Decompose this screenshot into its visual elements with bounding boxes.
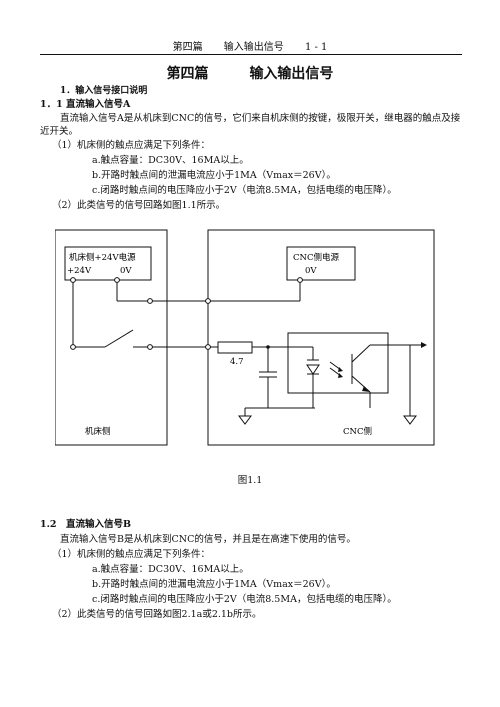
machine-side-box <box>55 229 168 446</box>
resistor-label: 4.7 <box>230 357 244 367</box>
paragraph-intro-b: 直流输入信号B是从机床到CNC的信号，并且是在高速下使用的信号。 <box>60 534 356 545</box>
page-title: 第四篇 输入输出信号 <box>0 63 500 83</box>
terminal-node <box>147 298 153 304</box>
machine-zero-v-label: 0V <box>120 266 132 276</box>
machine-supply-box <box>64 246 152 281</box>
terminal-node <box>205 298 211 304</box>
title-chapter: 第四篇 <box>166 66 209 82</box>
subsection-heading-b: 1.2 直流输入信号B <box>40 519 132 530</box>
terminal-node <box>147 344 153 350</box>
ground-symbol-left <box>238 415 252 425</box>
terminal-node <box>297 277 303 283</box>
loop-note-b: （2）此类信号的信号回路如图2.1a或2.1b所示。 <box>52 609 262 620</box>
loop-note-a: （2）此类信号的信号回路如图1.1所示。 <box>52 200 226 211</box>
ground-symbol-right <box>403 415 417 425</box>
cnc-supply-label: CNC侧电源 <box>293 252 339 263</box>
circuit-diagram: 机床侧+24V电源 +24V 0V CNC侧电源 0V 4.7 机床侧 CNC侧 <box>55 229 435 446</box>
figure-caption: 图1.1 <box>237 475 263 486</box>
terminal-node <box>205 344 211 350</box>
condition-heading-b: （1）机床侧的触点应满足下列条件： <box>52 549 211 560</box>
resistor <box>217 341 253 354</box>
condition-heading-a: （1）机床侧的触点应满足下列条件： <box>52 140 211 151</box>
terminal-node <box>70 344 76 350</box>
section-heading: 1．输入信号接口说明 <box>60 86 148 96</box>
switch-contact <box>104 329 134 348</box>
cnc-supply-box <box>286 246 356 281</box>
condition-a-b: b.开路时触点间的泄漏电流应小于1MA（Vmax＝26V）。 <box>92 170 336 181</box>
title-name: 输入输出信号 <box>249 66 334 82</box>
optocoupler-box <box>287 332 389 394</box>
header-section: 输入输出信号 <box>223 42 284 53</box>
header-rule <box>40 54 462 55</box>
cnc-side-box <box>207 229 435 446</box>
cnc-side-label: CNC侧 <box>343 426 372 437</box>
led-diode <box>306 364 320 375</box>
terminal-node <box>70 277 76 283</box>
output-arrow <box>421 342 427 348</box>
condition-b-a: a.触点容量：DC30V、16MA以上。 <box>92 564 249 575</box>
machine-side-label: 机床侧 <box>85 426 111 437</box>
paragraph-intro-a: 直流输入信号A是从机床到CNC的信号，它们来自机床侧的按键，极限开关，继电器的触… <box>40 113 461 137</box>
cnc-zero-v-label: 0V <box>305 266 317 276</box>
condition-a-c: c.闭路时触点间的电压降应小于2V（电流8.5MA，包括电缆的电压降）。 <box>92 185 397 196</box>
plus24v-label: +24V <box>67 266 92 276</box>
header-chapter: 第四篇 <box>172 42 203 53</box>
condition-b-c: c.闭路时触点间的电压降应小于2V（电流8.5MA，包括电缆的电压降）。 <box>92 594 397 605</box>
condition-b-b: b.开路时触点间的泄漏电流应小于1MA（Vmax＝26V）。 <box>92 579 336 590</box>
terminal-node <box>114 277 120 283</box>
header-page: 1 - 1 <box>304 42 328 53</box>
running-header: 第四篇 输入输出信号 1 - 1 <box>0 38 500 53</box>
condition-a-a: a.触点容量：DC30V、16MA以上。 <box>92 155 249 166</box>
subsection-heading-a: 1．1 直流输入信号A <box>40 99 131 110</box>
machine-supply-label: 机床侧+24V电源 <box>69 252 136 263</box>
